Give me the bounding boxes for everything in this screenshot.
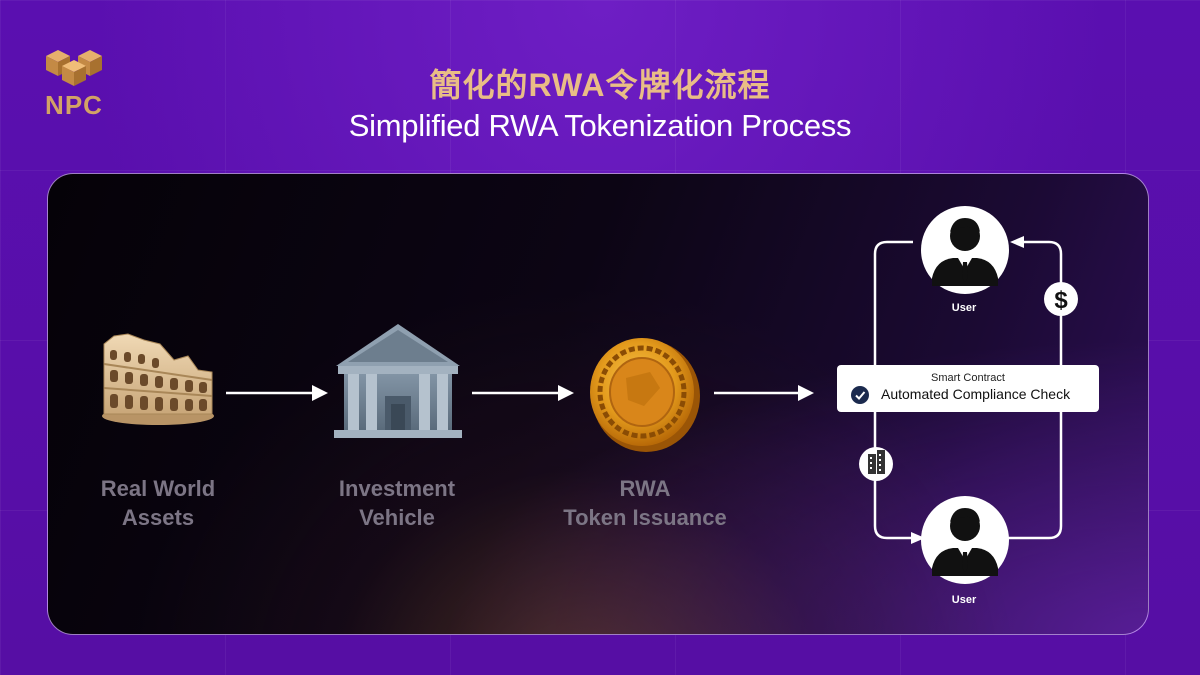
- smart-contract-label: Smart Contract: [931, 372, 1005, 384]
- flow-arrow-1: [226, 385, 328, 401]
- compliance-check-label: Automated Compliance Check: [881, 386, 1071, 402]
- smart-contract-box: Smart Contract Automated Compliance Chec…: [837, 365, 1099, 412]
- stage-label-line1: Investment: [338, 476, 456, 501]
- dollar-icon: $: [1044, 282, 1078, 316]
- flow-arrow-3: [714, 385, 814, 401]
- cycle-loop: [873, 240, 1063, 540]
- process-panel: $ Real World Assets Investment Vehicle R…: [47, 173, 1149, 635]
- colosseum-icon: [102, 333, 214, 425]
- check-circle-icon: [851, 386, 869, 404]
- stage-label-investment-vehicle: Investment Vehicle: [297, 474, 497, 532]
- user-avatar-top: [921, 206, 1009, 294]
- page-title-english: Simplified RWA Tokenization Process: [348, 108, 852, 143]
- bank-building-icon: [334, 324, 462, 438]
- stage-label-line1: Real World: [100, 476, 216, 501]
- arrow-to-top-user: [1010, 236, 1024, 248]
- user-label-top: User: [951, 302, 977, 314]
- gold-coin-icon: [590, 338, 700, 452]
- npc-logo: NPC: [38, 44, 110, 121]
- stage-label-real-world-assets: Real World Assets: [58, 474, 258, 532]
- flow-arrow-2: [472, 385, 574, 401]
- user-avatar-bottom: [921, 496, 1009, 584]
- stage-label-line2: Vehicle: [359, 505, 435, 530]
- process-diagram: $: [102, 206, 1078, 584]
- cube-logo-icon: [46, 50, 102, 86]
- logo-text: NPC: [45, 90, 103, 120]
- page-title-chinese: 簡化的RWA令牌化流程: [429, 67, 771, 103]
- stage-label-line2: Token Issuance: [563, 505, 727, 530]
- stage-label-line2: Assets: [121, 505, 195, 530]
- stage-label-line1: RWA: [619, 476, 671, 501]
- arrow-to-bottom-user: [911, 532, 925, 544]
- user-label-bottom: User: [951, 594, 977, 606]
- svg-text:$: $: [1054, 287, 1068, 314]
- building-icon: [859, 447, 893, 481]
- stage-label-token-issuance: RWA Token Issuance: [545, 474, 745, 532]
